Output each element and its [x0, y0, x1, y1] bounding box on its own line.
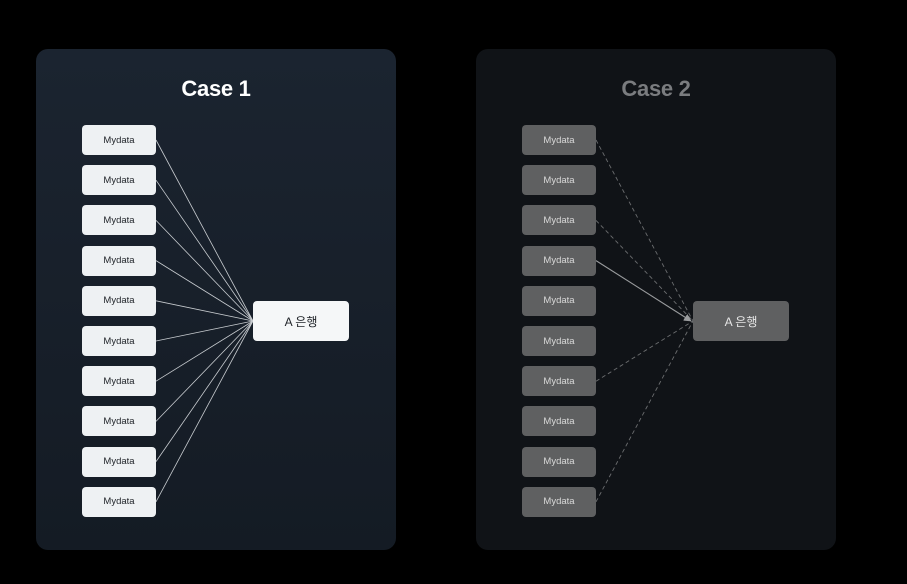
mydata-node: Mydata	[522, 245, 596, 276]
mydata-node: Mydata	[82, 486, 156, 517]
mydata-node: Mydata	[522, 205, 596, 236]
mydata-node: Mydata	[82, 366, 156, 397]
case-2-title: Case 2	[621, 76, 691, 101]
mydata-node: Mydata	[82, 125, 156, 155]
mydata-node: Mydata	[522, 125, 596, 155]
mydata-node: Mydata	[522, 486, 596, 517]
mydata-node: Mydata	[522, 165, 596, 196]
case-1-target-bank: A 은행	[253, 301, 349, 341]
mydata-node: Mydata	[82, 165, 156, 196]
mydata-node: Mydata	[82, 285, 156, 316]
mydata-node: Mydata	[522, 406, 596, 437]
mydata-node: Mydata	[82, 205, 156, 236]
mydata-node: Mydata	[82, 245, 156, 276]
mydata-node: Mydata	[522, 446, 596, 477]
case-1-title: Case 1	[181, 76, 251, 101]
mydata-node: Mydata	[522, 366, 596, 397]
mydata-node: Mydata	[522, 285, 596, 316]
mydata-node: Mydata	[82, 446, 156, 477]
mydata-node: Mydata	[82, 406, 156, 437]
mydata-node: Mydata	[82, 326, 156, 356]
case-2-target-bank: A 은행	[693, 301, 789, 341]
mydata-node: Mydata	[522, 326, 596, 356]
